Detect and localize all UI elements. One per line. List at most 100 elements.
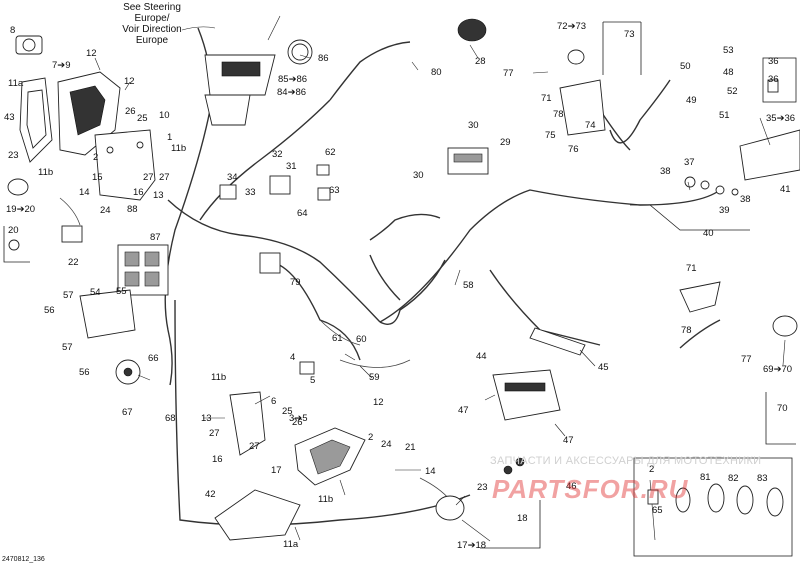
note-line-3: Voir Direction <box>122 24 181 35</box>
turn-signal-69 <box>772 315 798 337</box>
part-number-label: 12 <box>86 48 97 59</box>
part-number-label: 27 <box>209 428 220 439</box>
watermark-tagline: ЗАПЧАСТИ И АКСЕССУАРЫ ДЛЯ МОТОТЕХНИКИ <box>490 455 761 467</box>
part-number-label: 43 <box>4 112 15 123</box>
part-number-label: 65 <box>652 505 663 516</box>
note-line-2: Europe/ <box>134 13 169 24</box>
solenoid-45 <box>529 327 586 356</box>
steering-reference-note: See Steering Europe/ Voir Direction Euro… <box>122 2 181 46</box>
part-number-label: 32 <box>272 149 283 160</box>
part-number-label: 12 <box>373 397 384 408</box>
part-number-label: 5 <box>310 375 315 386</box>
gauge-support <box>204 94 251 126</box>
part-number-label: 11a <box>8 78 24 89</box>
part-number-label: 37 <box>684 157 695 168</box>
part-number-label: 78 <box>553 109 564 120</box>
part-number-label: 11a <box>283 539 299 550</box>
part-number-label: 56 <box>79 367 90 378</box>
part-number-label: 88 <box>127 204 138 215</box>
part-number-label: 56 <box>44 305 55 316</box>
inset-boxes <box>3 21 797 557</box>
part-number-label: 31 <box>286 161 297 172</box>
part-number-label: 68 <box>165 413 176 424</box>
part-shapes <box>7 18 800 541</box>
part-number-label: 53 <box>723 45 734 56</box>
module-75 <box>559 79 606 136</box>
part-number-label: 11b <box>318 494 333 505</box>
part-number-label: 57 <box>62 342 73 353</box>
part-number-label: 16 <box>212 454 223 465</box>
fastener-icons <box>647 479 784 541</box>
part-number-label: 4 <box>290 352 295 363</box>
part-number-label: 16 <box>133 187 144 198</box>
part-number-label: 57 <box>63 290 74 301</box>
part-number-label: 47 <box>458 405 469 416</box>
drawing-code: 2470812_136 <box>2 556 45 563</box>
part-number-label: 62 <box>325 147 336 158</box>
part-number-label: 27 <box>143 172 154 183</box>
part-number-label: 10 <box>159 110 170 121</box>
part-number-label: 81 <box>700 472 711 483</box>
part-number-label: 19➔20 <box>6 204 35 215</box>
part-number-label: 36 <box>768 74 779 85</box>
bracket-71 <box>679 281 721 313</box>
part-number-label: 51 <box>719 110 730 121</box>
part-number-label: 21 <box>405 442 416 453</box>
part-number-label: 73 <box>624 29 635 40</box>
part-number-label: 71 <box>541 93 552 104</box>
part-number-label: 70 <box>777 403 788 414</box>
part-number-label: 6 <box>271 396 276 407</box>
part-number-label: 78 <box>681 325 692 336</box>
relay-22 <box>61 225 83 243</box>
part-number-label: 45 <box>598 362 609 373</box>
lamp-23 <box>7 178 29 196</box>
part-number-label: 26 <box>125 106 136 117</box>
regulator-54 <box>79 289 136 339</box>
part-number-label: 25 <box>137 113 148 124</box>
bracket-plate <box>94 129 156 201</box>
part-number-label: 64 <box>297 208 308 219</box>
part-number-label: 26 <box>292 417 303 428</box>
part-number-label: 74 <box>585 120 596 131</box>
part-number-label: 38 <box>740 194 751 205</box>
watermark-logo: PARTSFOR.RU <box>492 474 689 504</box>
part-number-label: 25 <box>282 406 293 417</box>
part-number-label: 17➔18 <box>457 540 486 551</box>
relay-79 <box>259 252 281 274</box>
part-number-label: 47 <box>563 435 574 446</box>
part-number-label: 23 <box>477 482 488 493</box>
part-number-label: 22 <box>68 257 79 268</box>
part-number-label: 66 <box>148 353 159 364</box>
part-number-label: 2 <box>93 152 98 163</box>
watermark: ЗАПЧАСТИ И АКСЕССУАРЫ ДЛЯ МОТОТЕХНИКИ PA… <box>490 455 761 504</box>
part-number-label: 71 <box>686 263 697 274</box>
part-number-label: 80 <box>431 67 442 78</box>
part-number-label: 54 <box>90 287 101 298</box>
part-number-label: 34 <box>227 172 238 183</box>
part-number-label: 28 <box>475 56 486 67</box>
part-number-label: 41 <box>780 184 791 195</box>
part-number-label: 48 <box>723 67 734 78</box>
part-number-label: 77 <box>503 68 514 79</box>
part-number-label: 1 <box>167 132 172 143</box>
part-number-label: 77 <box>741 354 752 365</box>
part-number-label: 7➔9 <box>52 60 71 71</box>
part-number-label: 44 <box>476 351 487 362</box>
part-number-label: 72➔73 <box>557 21 586 32</box>
part-number-label: 2 <box>649 464 654 475</box>
switch-28 <box>457 18 487 42</box>
battery-44 <box>492 369 561 421</box>
part-number-label: 67 <box>122 407 133 418</box>
part-number-label: 23 <box>8 150 19 161</box>
part-number-label: 18 <box>517 513 528 524</box>
inset-fasteners <box>633 457 793 557</box>
part-number-label: 85➔86 <box>278 74 307 85</box>
part-number-label: 82 <box>728 473 739 484</box>
part-number-label: 79 <box>290 277 301 288</box>
part-number-label: 24 <box>381 439 392 450</box>
part-number-label: 61 <box>332 333 343 344</box>
part-number-label: 46 <box>566 481 577 492</box>
part-number-label: 15 <box>92 172 103 183</box>
